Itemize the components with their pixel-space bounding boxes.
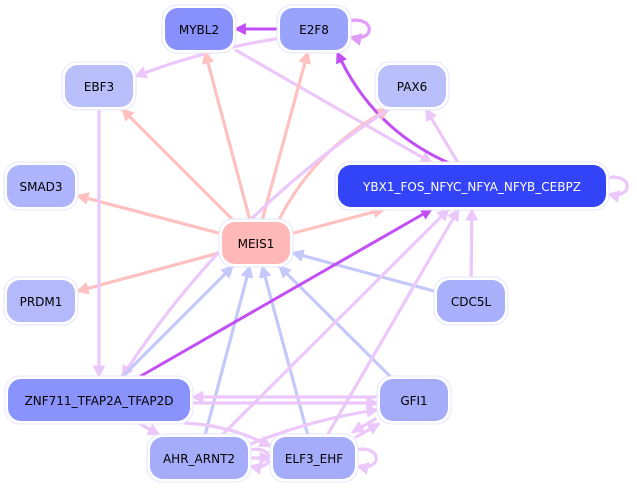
node-znf711[interactable]: ZNF711_TFAP2A_TFAP2D [4,375,194,425]
edge-meis1-to-e2f8 [260,50,311,221]
node-label: EBF3 [84,80,114,94]
edge-ahr-to-ahr [247,447,271,475]
node-label: PRDM1 [20,295,63,309]
node-ahr[interactable]: AHR_ARNT2 [146,433,252,483]
edge-elf3-to-gfi1 [354,422,381,439]
node-gfi1[interactable]: GFI1 [376,375,452,425]
node-smad3[interactable]: SMAD3 [3,161,79,211]
node-box [165,8,233,50]
node-box [65,65,133,107]
node-label: MEIS1 [238,237,275,251]
edge-ahr-to-gfi1 [249,405,380,446]
edge-e2f8-to-e2f8 [347,18,371,46]
node-label: MYBL2 [179,23,219,37]
node-elf3[interactable]: ELF3_EHF [269,433,359,483]
node-label: GFI1 [400,394,427,408]
edge-meis1-to-prdm1 [75,251,221,295]
edge-cdc5l-to-ybx1 [465,207,479,279]
edge-meis1-to-ebf3 [120,107,235,222]
edge-ybx1-to-pax6 [424,107,460,164]
node-ebf3[interactable]: EBF3 [61,61,137,111]
edge-meis1-to-smad3 [75,192,221,236]
edge-meis1-to-ybx1 [291,205,387,236]
node-meis1[interactable]: MEIS1 [218,218,294,268]
node-label: PAX6 [397,80,428,94]
node-label: E2F8 [299,23,329,37]
node-label: YBX1_FOS_NFYC_NFYA_NFYB_CEBPZ [362,180,581,194]
node-label: AHR_ARNT2 [163,452,235,466]
node-label: SMAD3 [19,180,62,194]
edge-znf711-to-ybx1 [138,207,433,379]
edge-znf711-to-elf3 [184,421,273,448]
node-box [378,65,446,107]
node-pax6[interactable]: PAX6 [374,61,450,111]
node-box [150,437,248,479]
edge-elf3-to-elf3 [354,447,378,475]
edge-elf3-to-meis1 [259,264,310,436]
node-mybl2[interactable]: MYBL2 [161,4,237,54]
node-label: CDC5L [451,295,492,309]
node-box [338,165,606,207]
node-box [437,280,505,322]
edge-ahr-to-meis1 [203,264,254,436]
edge-mybl2-to-ybx1 [234,48,434,165]
node-box [8,379,190,421]
edge-meis1-to-mybl2 [201,50,252,221]
edge-cdc5l-to-meis1 [290,249,436,293]
node-label: ZNF711_TFAP2A_TFAP2D [25,394,174,408]
node-box [7,280,75,322]
edge-znf711-to-meis1 [120,264,235,379]
node-cdc5l[interactable]: CDC5L [433,276,509,326]
node-ybx1[interactable]: YBX1_FOS_NFYC_NFYA_NFYB_CEBPZ [334,161,610,211]
edge-gfi1-to-elf3 [351,416,378,434]
node-e2f8[interactable]: E2F8 [276,4,352,54]
node-box [380,379,448,421]
node-box [280,8,348,50]
node-label: ELF3_EHF [285,452,343,466]
node-box [273,437,355,479]
edge-znf711-to-ahr [137,421,161,437]
edges-layer [75,18,629,475]
node-box [7,165,75,207]
node-prdm1[interactable]: PRDM1 [3,276,79,326]
edge-ybx1-to-ybx1 [605,175,629,203]
node-box [222,222,290,264]
